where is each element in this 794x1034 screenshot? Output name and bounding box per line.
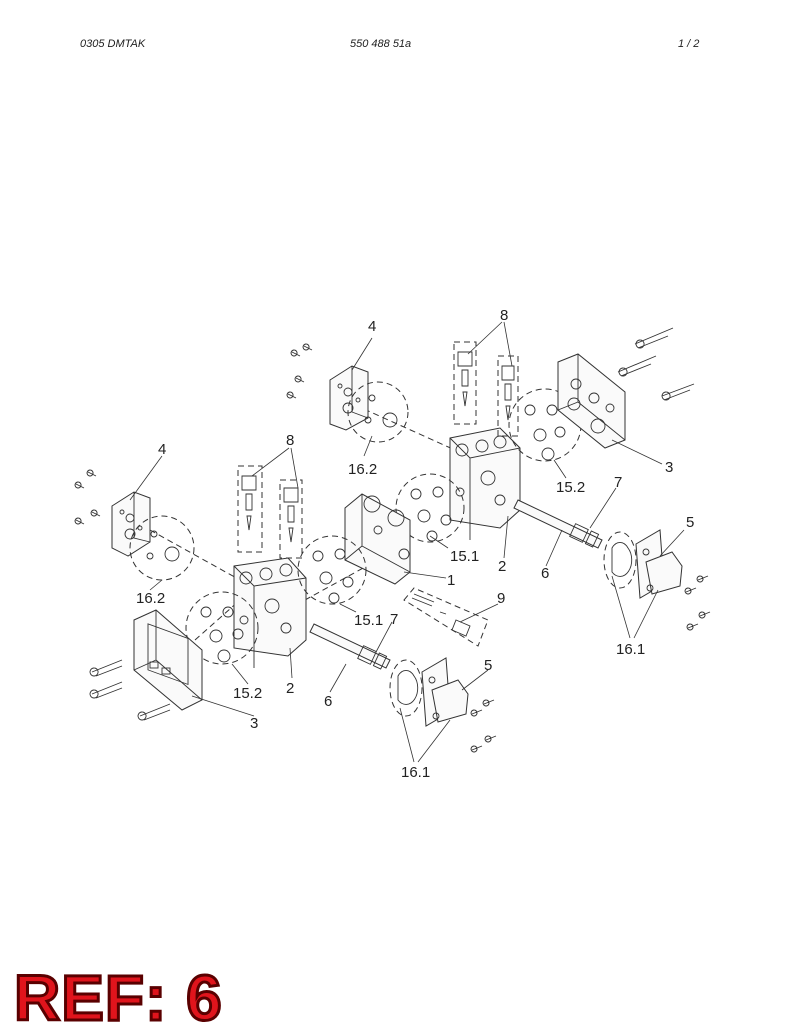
end-cover-right <box>557 353 626 449</box>
assembly-axis-upper <box>354 404 456 451</box>
screws-mid-cap <box>470 699 497 753</box>
valve-section-upper <box>449 427 521 540</box>
header-document-code: 0305 DMTAK <box>80 38 146 50</box>
check-valve-kit <box>403 587 489 647</box>
label-15-1-top: 15.1 <box>450 548 479 565</box>
label-3-left: 3 <box>250 715 258 732</box>
label-16-2-top: 16.2 <box>348 461 377 478</box>
label-8-left: 8 <box>286 432 294 449</box>
label-16-1-bottom: 16.1 <box>401 764 430 781</box>
label-8-top: 8 <box>500 307 508 324</box>
gasket-16-1-right <box>603 531 637 589</box>
assembly-axis-left <box>149 529 241 581</box>
valve-section-left <box>233 557 307 668</box>
gasket-16-2-upper <box>347 381 409 443</box>
end-cover-left <box>133 609 203 711</box>
screws-right-cap <box>684 575 711 631</box>
label-7-right: 7 <box>614 474 622 491</box>
label-6-left: 6 <box>324 693 332 710</box>
label-4-top: 4 <box>368 318 376 335</box>
label-16-1-right: 16.1 <box>616 641 645 658</box>
gasket-15-1-mid <box>297 535 367 605</box>
label-15-1-mid: 15.1 <box>354 612 383 629</box>
spool-mid <box>309 623 391 670</box>
end-plate-left <box>111 491 151 557</box>
screws-upper-left <box>286 343 313 399</box>
label-2-left: 2 <box>286 680 294 697</box>
relief-valve-cartridges-upper <box>453 341 519 437</box>
leader-lines <box>129 321 685 763</box>
assembly-axis-lower <box>194 599 241 641</box>
spool-upper <box>513 499 603 549</box>
label-6-right: 6 <box>541 565 549 582</box>
relief-valve-cartridges-left <box>237 465 303 559</box>
label-2-right: 2 <box>498 558 506 575</box>
header-page-number: 1 / 2 <box>678 38 700 50</box>
label-5-right: 5 <box>686 514 694 531</box>
gasket-16-1-bottom <box>389 659 423 717</box>
gasket-15-1-upper <box>395 473 465 543</box>
tie-rod-bolts-left <box>89 659 171 721</box>
label-9: 9 <box>497 590 505 607</box>
label-16-2-left: 16.2 <box>136 590 165 607</box>
header-part-number: 550 488 51a <box>350 38 412 50</box>
label-1: 1 <box>447 572 455 589</box>
label-4-left: 4 <box>158 441 166 458</box>
label-5-mid: 5 <box>484 657 492 674</box>
inlet-section <box>344 493 411 585</box>
label-15-2-left: 15.2 <box>233 685 262 702</box>
screws-left <box>74 469 101 525</box>
gasket-15-2-left <box>185 591 259 665</box>
label-7-mid: 7 <box>390 611 398 628</box>
tie-rod-bolts-right <box>617 327 695 401</box>
spring-cap-right <box>635 529 683 599</box>
label-3-right: 3 <box>665 459 673 476</box>
spring-cap-mid <box>421 657 469 727</box>
label-15-2-top: 15.2 <box>556 479 585 496</box>
reference-stamp: REF: 6 <box>13 962 224 1034</box>
